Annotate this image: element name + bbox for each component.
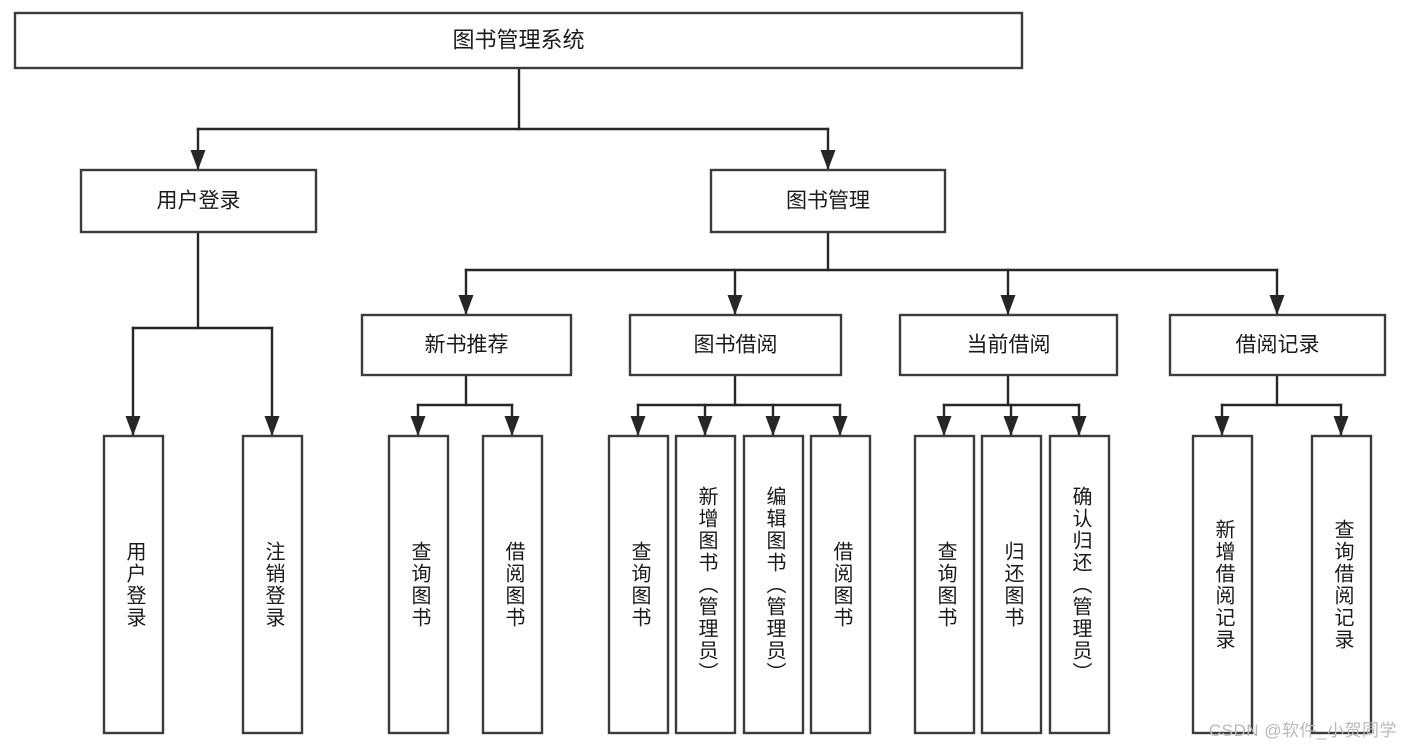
arrow-to-leaf-12 <box>1333 416 1349 436</box>
arrow-to-leaf-2 <box>410 416 426 436</box>
arrow-manage-to-1 <box>727 295 743 315</box>
arrow-to-leaf-11 <box>1214 416 1230 436</box>
node-label-root: 图书管理系统 <box>452 27 584 52</box>
node-box-level3-3[interactable] <box>1168 313 1387 377</box>
arrow-manage-to-2 <box>1000 295 1016 315</box>
node-label-level3-1: 图书借阅 <box>694 334 778 357</box>
arrow-manage-to-0 <box>458 295 474 315</box>
node-box-leaf-7[interactable] <box>809 434 872 735</box>
node-box-level3-0[interactable] <box>360 313 573 377</box>
arrow-to-leaf-0 <box>125 416 141 436</box>
node-box-root[interactable] <box>13 11 1024 70</box>
arrow-to-leaf-10 <box>1071 416 1087 436</box>
node-box-leaf-3[interactable] <box>481 434 544 735</box>
boxes-layer <box>13 11 1387 735</box>
connectors-layer <box>125 66 1349 438</box>
node-box-leaf-9[interactable] <box>980 434 1043 735</box>
node-box-leaf-4[interactable] <box>607 434 670 735</box>
csdn-watermark: CSDN @软件_小贺同学 <box>1208 721 1397 740</box>
node-box-leaf-8[interactable] <box>913 434 976 735</box>
node-box-level3-1[interactable] <box>628 313 843 377</box>
node-label-level3-0: 新书推荐 <box>425 334 509 357</box>
node-box-leaf-0[interactable] <box>102 434 165 735</box>
node-label-level2-1: 图书管理 <box>786 190 870 213</box>
node-box-leaf-2[interactable] <box>387 434 450 735</box>
node-box-leaf-11[interactable] <box>1191 434 1254 735</box>
node-box-leaf-10[interactable] <box>1048 434 1111 735</box>
arrow-root-to-1 <box>820 150 836 170</box>
node-box-leaf-6[interactable] <box>742 434 805 735</box>
node-label-level3-3: 借阅记录 <box>1236 334 1320 357</box>
node-box-leaf-5[interactable] <box>674 434 737 735</box>
arrow-to-leaf-7 <box>832 416 848 436</box>
node-box-level3-2[interactable] <box>898 313 1119 377</box>
arrow-to-leaf-6 <box>765 416 781 436</box>
arrow-to-leaf-1 <box>264 416 280 436</box>
node-box-leaf-1[interactable] <box>241 434 304 735</box>
node-box-level2-0[interactable] <box>79 168 318 234</box>
arrow-root-to-0 <box>190 150 206 170</box>
arrow-to-leaf-3 <box>504 416 520 436</box>
node-label-level3-2: 当前借阅 <box>967 334 1051 357</box>
arrow-to-leaf-4 <box>630 416 646 436</box>
node-box-level2-1[interactable] <box>709 168 947 234</box>
arrow-manage-to-3 <box>1269 295 1285 315</box>
node-label-level2-0: 用户登录 <box>157 190 241 213</box>
arrow-to-leaf-9 <box>1003 416 1019 436</box>
node-box-leaf-12[interactable] <box>1310 434 1373 735</box>
arrow-to-leaf-5 <box>697 416 713 436</box>
arrow-to-leaf-8 <box>936 416 952 436</box>
